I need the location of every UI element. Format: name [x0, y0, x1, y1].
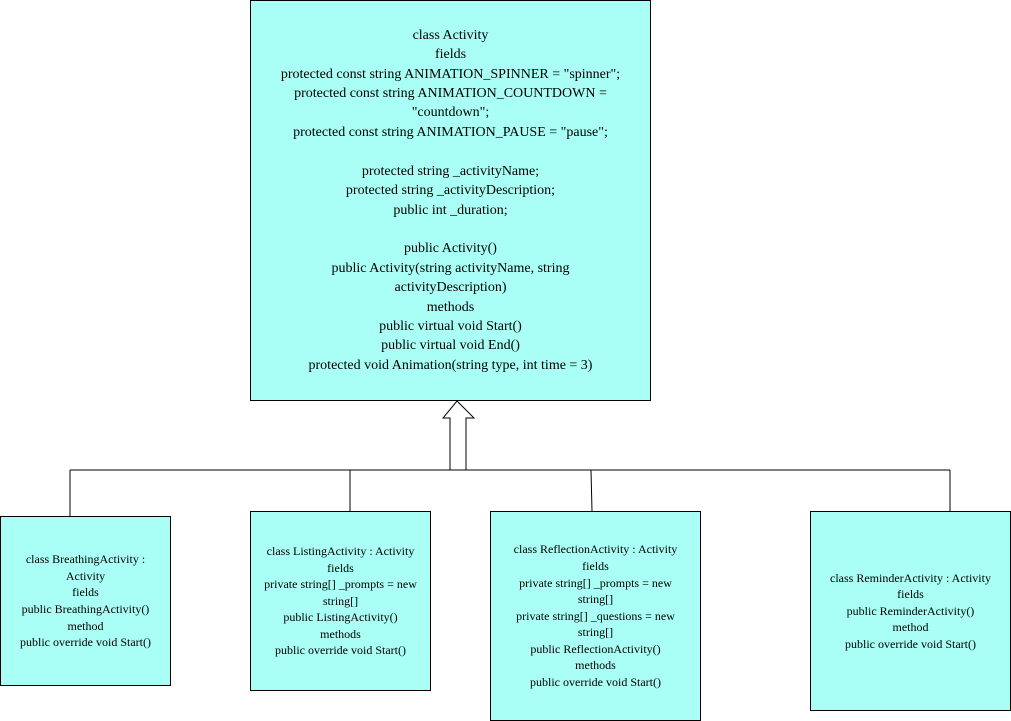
method-start-override: public override void Start(): [530, 675, 661, 690]
class-activity-title: class Activity: [412, 27, 489, 43]
class-reflection-activity-box: class ReflectionActivity : Activity fiel…: [490, 511, 701, 721]
fields-label: fields: [582, 558, 609, 573]
field-prompts: private string[] _prompts = new string[]: [264, 577, 417, 608]
method-end: public virtual void End(): [381, 338, 520, 354]
class-breathing-activity-box: class BreathingActivity : Activity field…: [0, 516, 171, 686]
method-start-override: public override void Start(): [845, 636, 976, 651]
methods-label: methods: [575, 658, 616, 673]
class-activity-box: class Activity fields protected const st…: [250, 0, 651, 401]
constructor: public ReflectionActivity(): [530, 641, 661, 656]
method-label: method: [892, 620, 929, 635]
field-animation-countdown: protected const string ANIMATION_COUNTDO…: [294, 86, 607, 121]
methods-label: methods: [426, 299, 475, 315]
field-animation-pause: protected const string ANIMATION_PAUSE =…: [293, 124, 608, 140]
method-label: method: [67, 618, 104, 633]
method-start-override: public override void Start(): [275, 643, 406, 658]
fields-label: fields: [434, 47, 467, 63]
field-duration: public int _duration;: [393, 202, 508, 218]
field-questions: private string[] _questions = new string…: [516, 608, 675, 640]
constructor-with-params: public Activity(string activityName, str…: [331, 260, 570, 296]
class-reminder-activity-box: class ReminderActivity : Activity fields…: [810, 511, 1011, 711]
fields-label: fields: [327, 560, 354, 575]
class-listing-activity-box: class ListingActivity : Activity fields …: [250, 511, 431, 691]
constructor-default: public Activity(): [404, 241, 497, 257]
method-start: public virtual void Start(): [379, 318, 522, 334]
constructor: public ReminderActivity(): [846, 603, 975, 618]
connector-reflection-line: [590, 469, 593, 512]
field-activity-description: protected string _activityDescription;: [345, 183, 556, 199]
class-title: class ReminderActivity : Activity: [830, 570, 991, 585]
fields-label: fields: [897, 587, 924, 602]
class-title: class ReflectionActivity : Activity: [513, 542, 678, 557]
fields-label: fields: [72, 585, 99, 600]
method-start-override: public override void Start(): [20, 635, 151, 650]
constructor: public BreathingActivity(): [21, 602, 150, 616]
field-prompts: private string[] _prompts = new string[]: [519, 575, 672, 607]
method-animation: protected void Animation(string type, in…: [308, 357, 593, 373]
inheritance-arrow-icon: [441, 400, 476, 471]
methods-label: methods: [320, 626, 361, 641]
field-activity-name: protected string _activityName;: [361, 163, 540, 179]
class-title: class ListingActivity : Activity: [266, 543, 415, 558]
class-title: class BreathingActivity : Activity: [25, 552, 146, 583]
constructor: public ListingActivity(): [283, 610, 398, 625]
field-animation-spinner: protected const string ANIMATION_SPINNER…: [280, 66, 621, 82]
